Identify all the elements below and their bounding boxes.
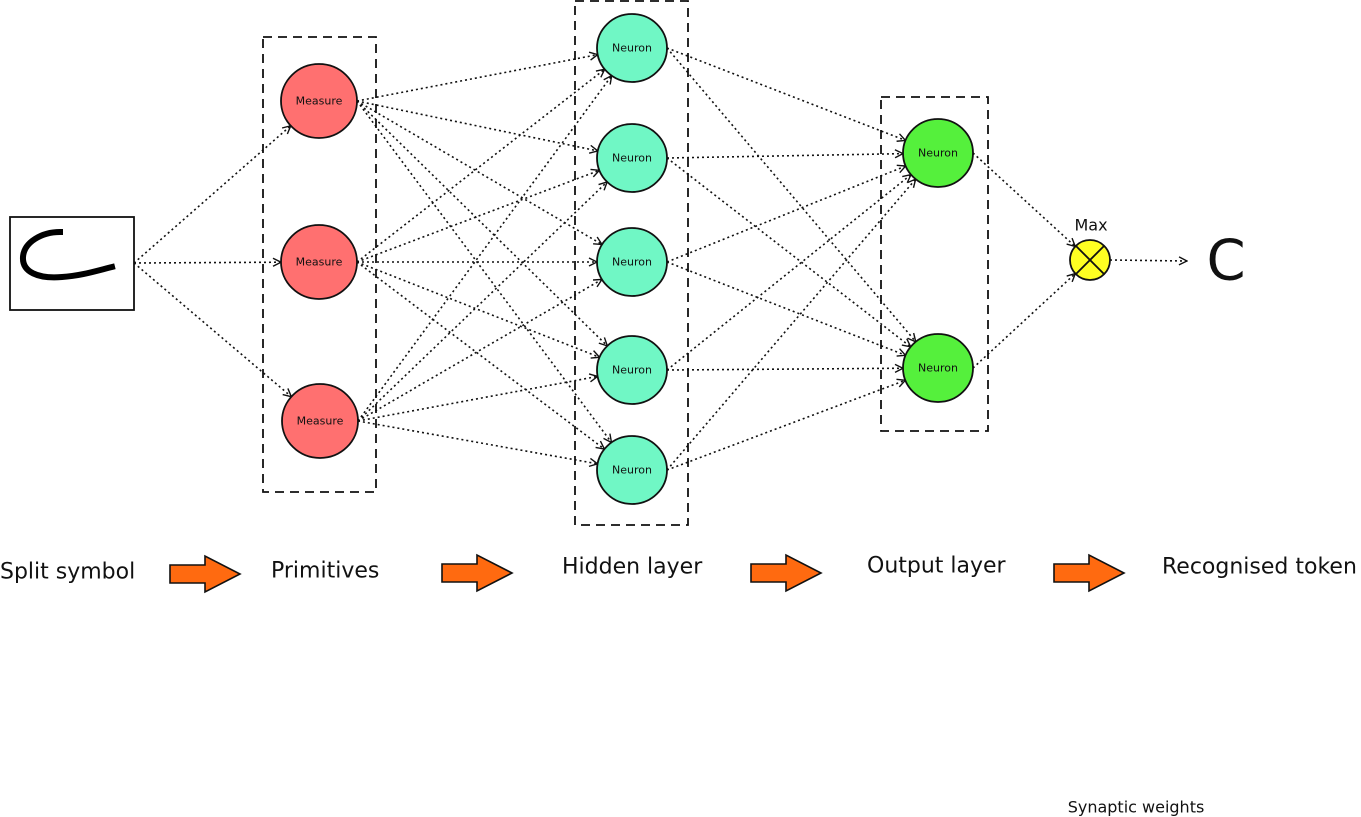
hidden-to-output-connection (666, 380, 905, 471)
measure-node: Measure (280, 63, 358, 139)
input-to-primitive-connection (133, 126, 291, 264)
measure-node-label: Measure (296, 256, 343, 269)
hidden-to-output-connection (666, 166, 906, 263)
max-node (1069, 239, 1111, 281)
primitive-to-hidden-connection (356, 261, 600, 357)
stage-arrow-icon (441, 553, 514, 593)
measure-node-circle (280, 63, 358, 139)
hidden-neuron-node-label: Neuron (612, 364, 652, 377)
max-to-token-connection (1109, 260, 1187, 261)
hidden-neuron-node-circle (596, 335, 668, 405)
input-symbol-frame (9, 216, 135, 311)
hidden-neuron-node-label: Neuron (612, 464, 652, 477)
hidden-neuron-node-label: Neuron (612, 256, 652, 269)
stage-arrows (169, 553, 1126, 594)
stage-label-hidden-layer: Hidden layer (562, 555, 703, 580)
measure-node-label: Measure (296, 95, 343, 108)
stage-arrow-icon (750, 553, 823, 593)
hidden-neuron-node-circle (596, 13, 668, 83)
hidden-to-output-connection (666, 47, 916, 342)
output-layer-group-box (880, 96, 989, 432)
connection-lines (133, 47, 1187, 471)
footer-note: Synaptic weights (1068, 798, 1205, 817)
primitive-to-hidden-connection (356, 100, 611, 442)
stage-label-output-layer: Output layer (867, 554, 1007, 579)
hidden-to-output-connection (666, 154, 903, 159)
measure-node-circle (280, 224, 358, 300)
measure-node: Measure (280, 224, 358, 300)
hidden-neuron-node: Neuron (596, 13, 668, 83)
hidden-neuron-node-circle (596, 435, 668, 505)
max-label: Max (1074, 216, 1107, 235)
stage-arrow-icon (169, 554, 242, 594)
primitive-to-hidden-connection (357, 182, 607, 422)
handwritten-c-glyph (20, 228, 116, 281)
primitive-to-hidden-connection (357, 420, 598, 464)
primitive-to-hidden-connection (357, 279, 602, 422)
hidden-to-output-connection (666, 157, 911, 347)
primitive-to-hidden-connection (357, 376, 598, 422)
primitive-to-hidden-connection (356, 55, 598, 102)
primitive-to-hidden-connection (357, 76, 612, 422)
output-neuron-node-circle (902, 333, 974, 403)
output-neuron-node-circle (902, 118, 974, 188)
input-to-primitive-connection (133, 262, 291, 397)
input-to-primitive-connection (133, 262, 281, 263)
primitive-to-hidden-connection (356, 100, 602, 244)
stage-label-recognised-token: Recognised token (1162, 555, 1357, 580)
primitive-to-hidden-connection (356, 100, 607, 346)
stage-label-primitives: Primitives (271, 559, 379, 584)
measure-node: Measure (281, 383, 359, 459)
hidden-neuron-node-circle (596, 123, 668, 193)
output-neuron-node: Neuron (902, 118, 974, 188)
input-symbol (9, 216, 135, 311)
primitive-to-hidden-connection (356, 261, 604, 449)
hidden-neuron-node: Neuron (596, 123, 668, 193)
primitive-to-hidden-connection (356, 170, 599, 263)
primitive-to-hidden-connection (356, 69, 605, 263)
primitive-to-hidden-connection (356, 100, 598, 151)
hidden-to-output-connection (666, 175, 911, 371)
output-neuron-node-label: Neuron (918, 362, 958, 375)
hidden-to-output-connection (666, 47, 905, 140)
primitives-group-box (262, 36, 377, 493)
hidden-to-output-connection (666, 368, 903, 370)
stage-label-split-symbol: Split symbol (0, 560, 135, 585)
hidden-neuron-node-circle (596, 227, 668, 297)
hidden-neuron-node: Neuron (596, 335, 668, 405)
nodes: MeasureMeasureMeasureNeuronNeuronNeuronN… (280, 13, 974, 505)
hidden-layer-group-box (574, 0, 689, 526)
hidden-neuron-node: Neuron (596, 435, 668, 505)
hidden-neuron-node-label: Neuron (612, 152, 652, 165)
output-to-max-connection (972, 152, 1075, 247)
hidden-to-output-connection (666, 179, 916, 471)
output-neuron-node: Neuron (902, 333, 974, 403)
output-to-max-connection (972, 274, 1075, 369)
measure-node-label: Measure (297, 415, 344, 428)
max-cross-line (1075, 245, 1105, 275)
measure-node-circle (281, 383, 359, 459)
stage-arrow-icon (1053, 553, 1126, 593)
output-neuron-node-label: Neuron (918, 147, 958, 160)
hidden-neuron-node-label: Neuron (612, 42, 652, 55)
hidden-neuron-node: Neuron (596, 227, 668, 297)
recognised-token-letter: C (1206, 229, 1245, 294)
